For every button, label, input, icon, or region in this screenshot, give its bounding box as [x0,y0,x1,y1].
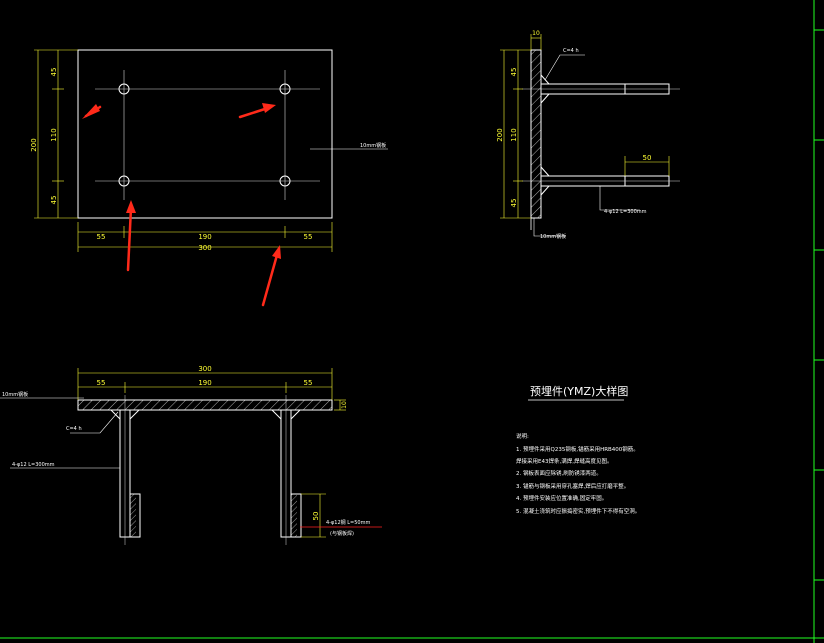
section-dim-total: 300 [198,365,211,373]
plan-dim-top-2: 110 [50,128,58,141]
side-dim-left-3: 45 [510,199,518,208]
plan-view: 45 110 45 200 55 190 55 300 10mm钢板 [30,49,388,252]
note-item-1: 1. 预埋件采用Q235钢板,锚筋采用HRB400钢筋。 [516,445,639,453]
section-dim-1: 55 [97,379,106,387]
section-plate-label: 10mm钢板 [2,391,28,398]
note-item-4: 4. 预埋件安装应位置准确,固定牢固。 [516,494,607,502]
plan-dim-top-1: 45 [50,68,58,77]
section-weld-label: C=4 h [66,426,82,432]
section-hook-label: 4-φ12钢 L=50mm [326,519,370,526]
section-dim-thk: 10 [341,401,348,409]
side-plate [530,49,542,219]
plan-dim-total-left: 200 [30,138,38,151]
note-item-1b: 焊接采用E43焊条,满焊,焊缝高度见图。 [516,457,612,465]
side-view: 10 45 110 45 200 50 C=4 h 4-φ12 L=300mm … [496,30,680,240]
notes-heading: 说明: [516,432,529,440]
plan-dim-bottom-3: 55 [304,233,313,241]
plan-dim-total-bottom: 300 [198,244,211,252]
side-dim-thk: 10 [532,30,540,37]
side-plate-label: 10mm钢板 [540,233,566,240]
plan-dim-bottom-2: 190 [198,233,211,241]
side-dim-total: 200 [496,128,504,141]
red-arrow-icon [82,103,281,307]
plan-plate-label: 10mm钢板 [360,142,386,149]
notes-block: 预埋件(YMZ)大样图 说明: 1. 预埋件采用Q235钢板,锚筋采用HRB40… [516,384,640,515]
section-bar-label: 4-φ12 L=300mm [12,462,55,468]
note-item-3: 3. 锚筋与钢板采用穿孔塞焊,焊后应打磨平整。 [516,482,629,490]
note-item-5: 5. 混凝土浇筑时应振捣密实,预埋件下不得有空洞。 [516,507,640,515]
section-dim-tail: 50 [312,512,320,521]
embed-plate-outline [77,49,333,219]
frame-ticks [814,29,824,581]
side-dim-left-1: 45 [510,68,518,77]
plan-dim-bottom-1: 55 [97,233,106,241]
plan-dim-top-3: 45 [50,196,58,205]
section-plate [77,399,333,411]
side-dim-left-2: 110 [510,128,518,141]
section-view: 300 55 190 55 10 50 10mm钢板 C=4 h 4-φ12 L… [0,365,382,545]
section-dim-3: 55 [304,379,313,387]
note-item-2: 2. 钢板表面应除锈,刷防锈漆两道。 [516,469,602,477]
drawing-title: 预埋件(YMZ)大样图 [530,384,628,398]
section-hook-sub: (与钢板焊) [330,530,354,537]
side-dim-tail: 50 [643,154,652,162]
side-weld-label: C=4 h [563,48,579,54]
section-dim-2: 190 [198,379,211,387]
side-bar-label: 4-φ12 L=300mm [604,209,647,215]
anchor-hole-icon [118,83,291,187]
